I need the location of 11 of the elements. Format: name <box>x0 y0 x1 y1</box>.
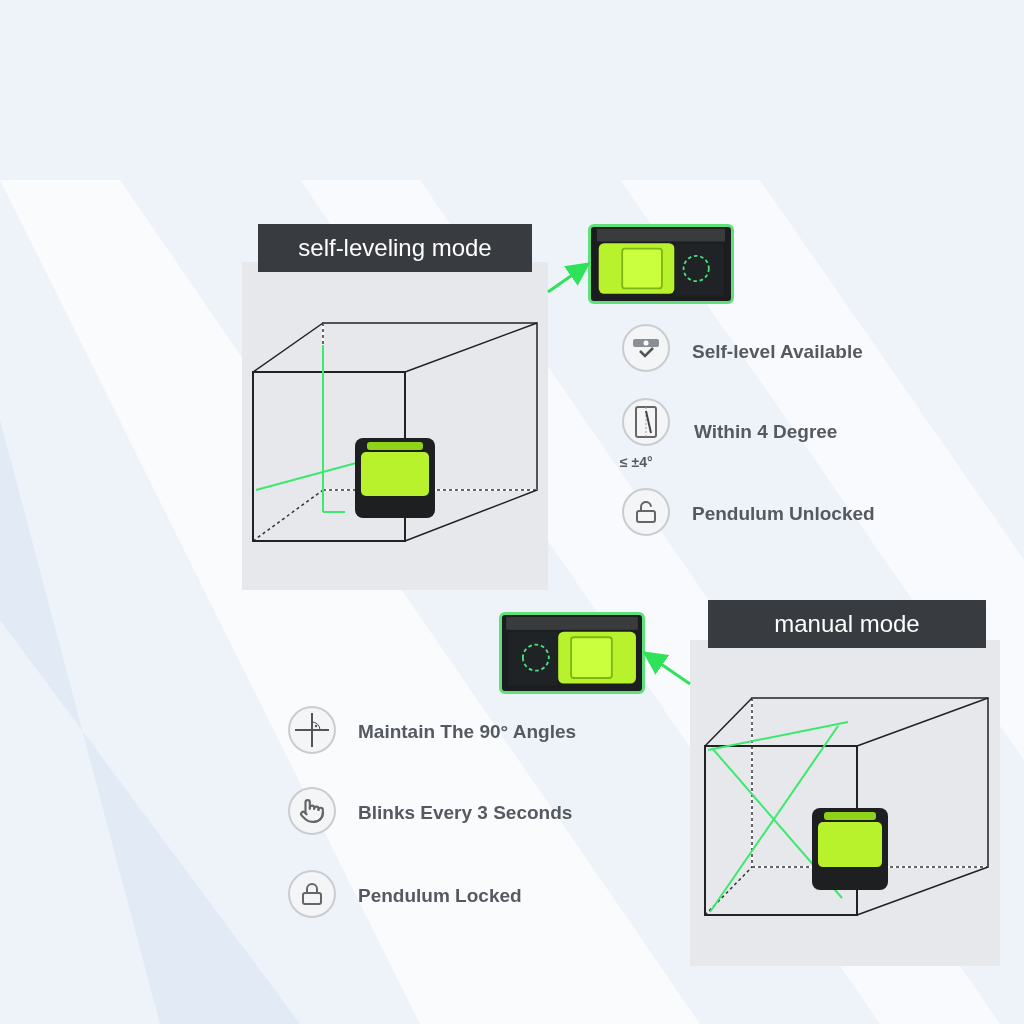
mode-heading: self-leveling mode <box>258 224 532 272</box>
feature-label: Pendulum Locked <box>358 884 522 908</box>
arrow <box>642 651 691 686</box>
feature-label: Self-level Available <box>692 340 863 364</box>
feature-label: Pendulum Unlocked <box>692 502 875 526</box>
mode-heading: manual mode <box>708 600 986 648</box>
arrow <box>547 262 591 294</box>
tilt-range-label: ≤ ±4° <box>620 453 653 472</box>
feature-label: Blinks Every 3 Seconds <box>358 801 573 825</box>
feature-label: Within 4 Degree <box>694 420 838 444</box>
feature-label: Maintain The 90° Angles <box>358 720 577 744</box>
